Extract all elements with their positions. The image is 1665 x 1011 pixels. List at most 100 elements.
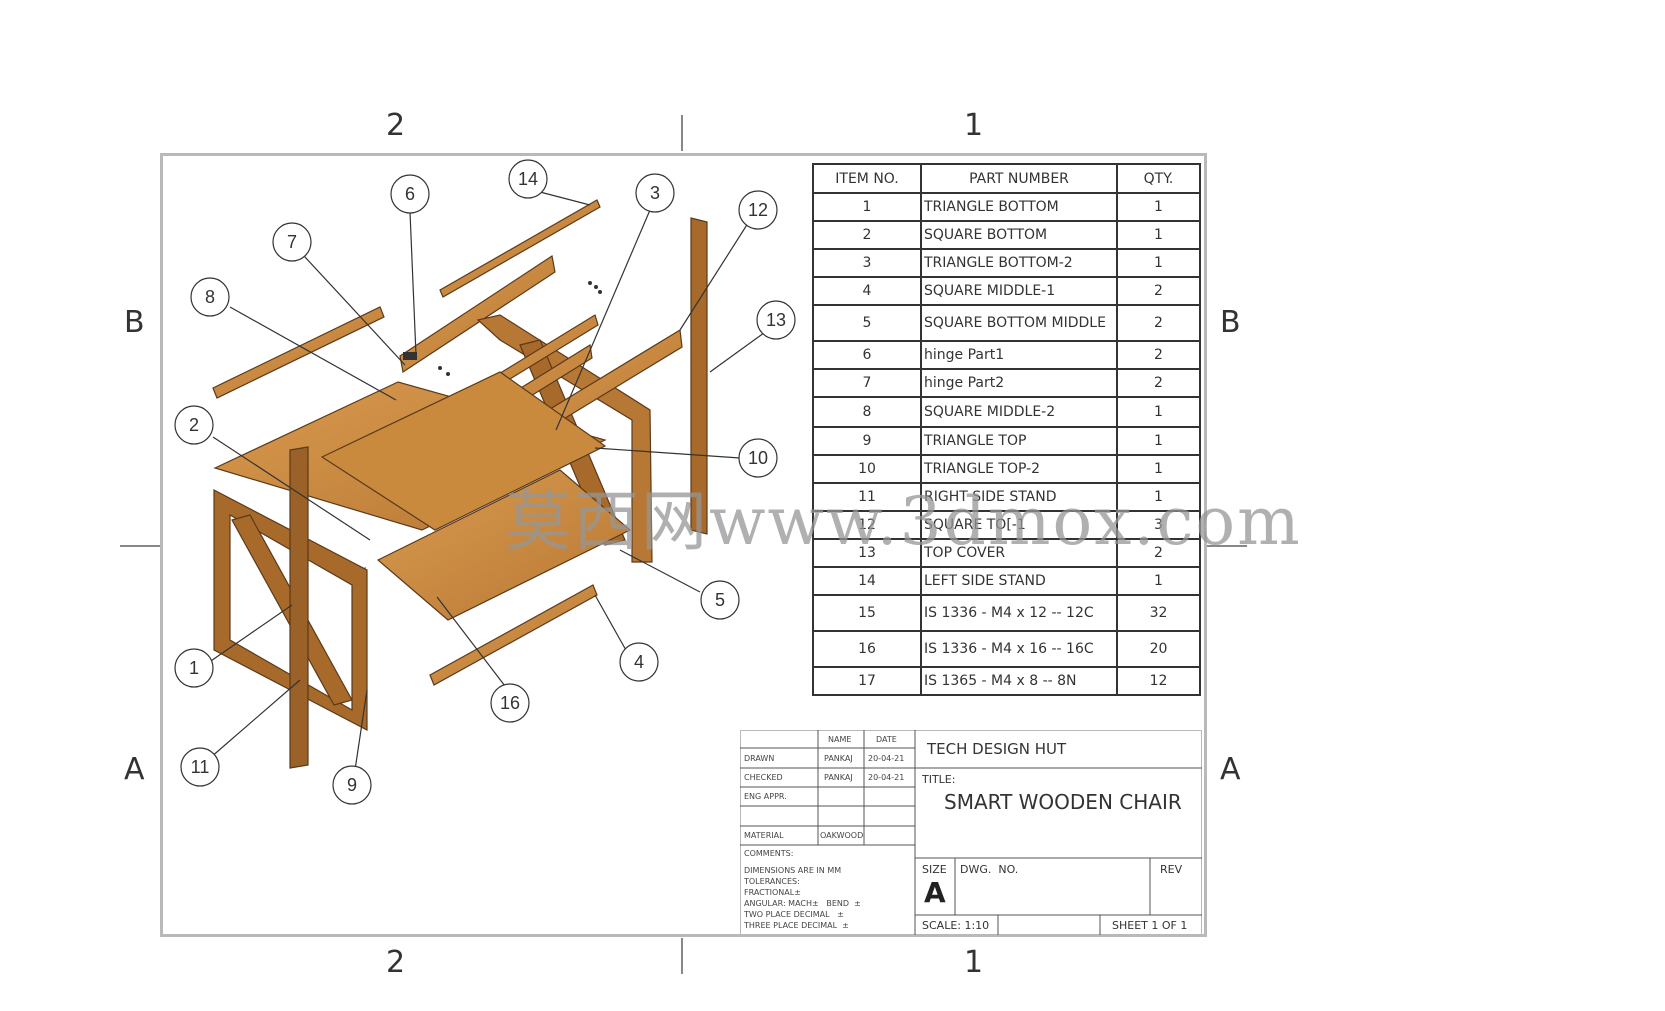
balloon-1-label: 1 (189, 658, 199, 678)
balloon-2-label: 2 (189, 415, 199, 435)
balloon-11 (180, 747, 220, 787)
bom-part-number: RIGHT SIDE STAND (920, 482, 1118, 512)
balloon-5 (700, 580, 740, 620)
bom-item-no: 12 (812, 510, 922, 540)
tb-note-two-place: TWO PLACE DECIMAL ± (744, 910, 844, 919)
balloon-labels: 14 6 3 12 7 8 13 2 10 5 4 1 16 11 9 (189, 169, 786, 795)
bom-part-number: SQUARE MIDDLE-2 (920, 396, 1118, 428)
balloon-1 (174, 648, 214, 688)
tb-checked-date: 20-04-21 (868, 773, 905, 782)
tb-eng-appr-label: ENG APPR. (744, 792, 787, 801)
bom-part-number: TRIANGLE TOP-2 (920, 454, 1118, 484)
balloon-16 (490, 683, 530, 723)
balloon-6 (390, 174, 430, 214)
tb-note-angular: ANGULAR: MACH± BEND ± (744, 899, 861, 908)
balloon-6-label: 6 (405, 184, 415, 204)
balloon-9-label: 9 (347, 775, 357, 795)
bom-qty: 1 (1116, 566, 1201, 596)
balloon-10 (738, 438, 778, 478)
tb-name-header: NAME (828, 735, 852, 744)
tb-dwg-no-label: DWG. NO. (960, 863, 1019, 876)
bom-item-no: 3 (812, 248, 922, 278)
tb-drawn-label: DRAWN (744, 754, 775, 763)
leader-lines (204, 191, 769, 771)
tb-sheet: SHEET 1 OF 1 (1112, 919, 1188, 932)
zone-col-1-top: 1 (964, 108, 984, 143)
tb-date-header: DATE (876, 735, 897, 744)
bom-qty: 1 (1116, 220, 1201, 250)
bom-item-no: 13 (812, 538, 922, 568)
balloon-7 (272, 222, 312, 262)
hinge-part (403, 352, 417, 360)
tb-title-label: TITLE: (922, 773, 956, 786)
bom-item-no: 14 (812, 566, 922, 596)
bom-item-no: 2 (812, 220, 922, 250)
bom-part-number: SQUARE MIDDLE-1 (920, 276, 1118, 306)
bom-part-number: IS 1336 - M4 x 12 -- 12C (920, 594, 1118, 632)
tb-note-tolerances: TOLERANCES: (744, 877, 800, 886)
part-square-middle-1 (429, 584, 598, 686)
balloon-8-label: 8 (205, 287, 215, 307)
bom-part-number: TRIANGLE BOTTOM (920, 192, 1118, 222)
bom-item-no: 11 (812, 482, 922, 512)
balloon-12-label: 12 (748, 200, 768, 220)
bom-item-no: 5 (812, 304, 922, 342)
bom-part-number: SQUARE BOTTOM MIDDLE (920, 304, 1118, 342)
zone-row-b-left: B (124, 305, 145, 340)
balloon-7-label: 7 (287, 232, 297, 252)
bom-part-number: SQUARE BOTTOM (920, 220, 1118, 250)
bom-part-number: TOP COVER (920, 538, 1118, 568)
zone-tick-top (681, 115, 683, 151)
zone-col-1-bottom: 1 (964, 945, 984, 980)
balloon-16-label: 16 (500, 693, 520, 713)
bom-header-row: ITEM NO. PART NUMBER QTY. (812, 163, 1201, 194)
balloon-4-label: 4 (634, 652, 644, 672)
part-right-side-stand (289, 446, 309, 769)
zone-tick-right (1207, 545, 1247, 547)
wood-parts (212, 199, 708, 769)
bom-item-no: 9 (812, 426, 922, 456)
balloon-5-label: 5 (715, 590, 725, 610)
bom-qty: 3 (1116, 510, 1201, 540)
tb-note-units: DIMENSIONS ARE IN MM (744, 866, 842, 875)
title-block-grid (740, 730, 1202, 935)
balloon-13 (508, 159, 548, 199)
balloon-3 (635, 173, 675, 213)
bom-header-part: PART NUMBER (920, 163, 1118, 194)
part-seat-panel-lower (320, 371, 607, 531)
zone-row-a-left: A (124, 752, 145, 787)
balloon-14 (756, 300, 796, 340)
balloons (174, 159, 796, 805)
bom-qty: 1 (1116, 192, 1201, 222)
balloon-14-label: 13 (766, 310, 786, 330)
tb-rev-label: REV (1160, 863, 1183, 876)
bom-part-number: IS 1336 - M4 x 16 -- 16C (920, 630, 1118, 668)
bom-part-number: SQUARE TO[-1 (920, 510, 1118, 540)
bom-item-no: 4 (812, 276, 922, 306)
drawing-frame (160, 153, 1207, 937)
tb-note-three-place: THREE PLACE DECIMAL ± (744, 921, 849, 930)
tb-checked-label: CHECKED (744, 773, 783, 782)
bom-item-no: 16 (812, 630, 922, 668)
bom-item-no: 8 (812, 396, 922, 428)
zone-col-2-bottom: 2 (386, 945, 406, 980)
bom-part-number: hinge Part2 (920, 368, 1118, 398)
balloon-2 (174, 405, 214, 445)
bom-item-no: 7 (812, 368, 922, 398)
balloon-12 (738, 190, 778, 230)
tb-company: TECH DESIGN HUT (927, 740, 1067, 758)
zone-row-b-right: B (1220, 305, 1241, 340)
bom-qty: 2 (1116, 368, 1201, 398)
bom-qty: 1 (1116, 248, 1201, 278)
